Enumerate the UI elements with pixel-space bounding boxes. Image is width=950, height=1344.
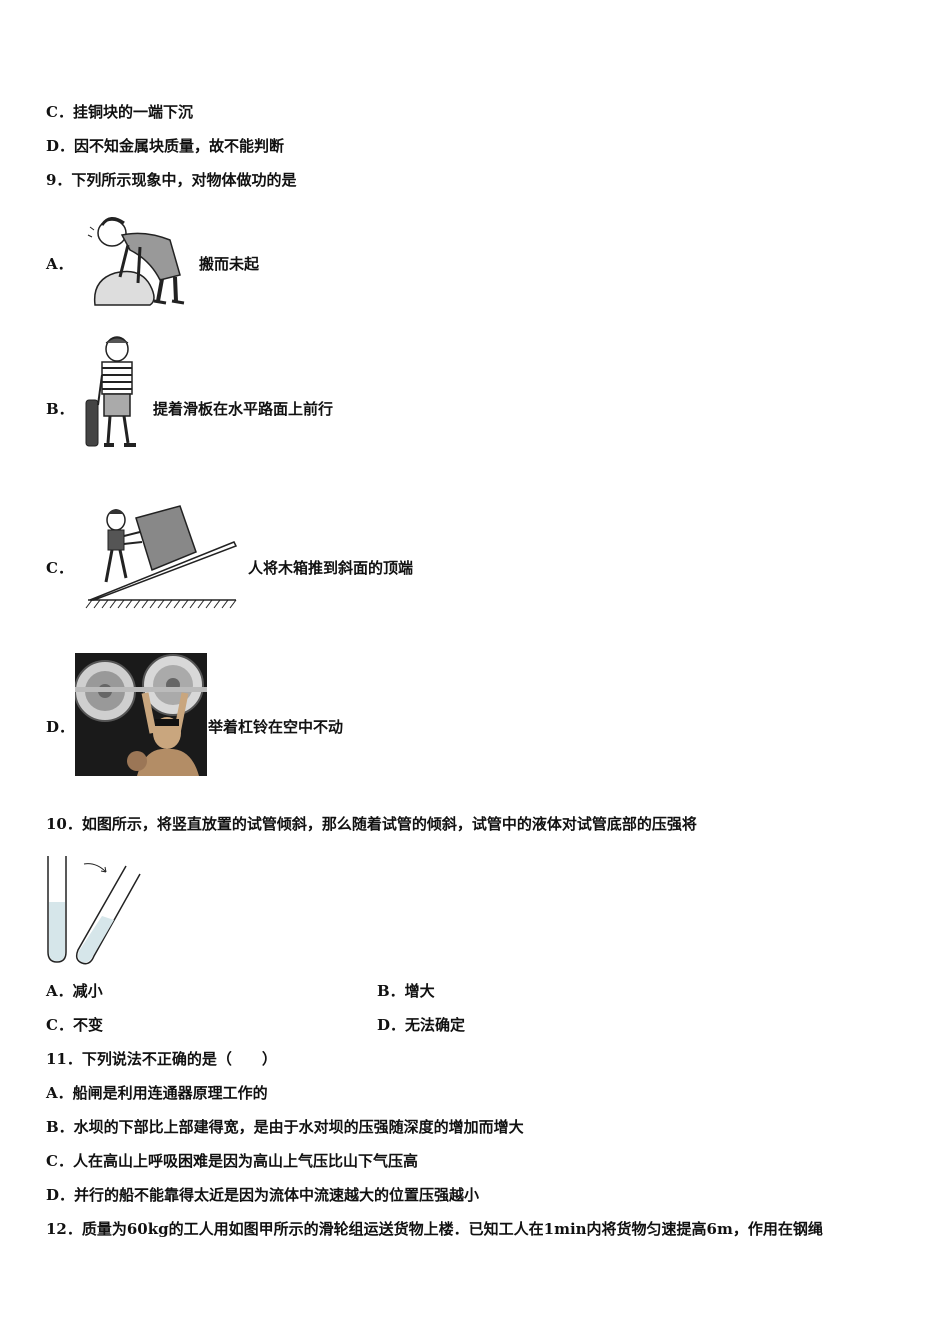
q9-stem: 9．下列所示现象中，对物体做功的是 <box>46 171 297 189</box>
q9-option-c-letter: C． <box>46 559 73 577</box>
q11-option-a: A．船闸是利用连通器原理工作的 <box>46 1084 268 1102</box>
q11-option-b: B．水坝的下部比上部建得宽，是由于水对坝的压强随深度的增加而增大 <box>46 1118 524 1136</box>
q9-option-b-caption: 提着滑板在水平路面上前行 <box>153 400 334 418</box>
q11-stem: 11．下列说法不正确的是（ ） <box>46 1050 277 1068</box>
q9-figure-d-weightlifter <box>75 653 207 776</box>
q8-option-d: D．因不知金属块质量，故不能判断 <box>46 137 285 155</box>
q9-option-d-letter: D． <box>46 718 75 736</box>
q8-option-c: C．挂铜块的一端下沉 <box>46 103 193 121</box>
q9-option-a-letter: A． <box>46 255 73 273</box>
q9-option-c-caption: 人将木箱推到斜面的顶端 <box>248 559 414 577</box>
q10-option-b: B．增大 <box>377 982 435 1000</box>
q10-option-d: D．无法确定 <box>377 1016 466 1034</box>
q12-stem: 12．质量为60kg的工人用如图甲所示的滑轮组运送货物上楼．已知工人在1min内… <box>46 1220 823 1238</box>
q9-figure-a-lifting-rock <box>80 205 195 310</box>
q10-option-c: C．不变 <box>46 1016 103 1034</box>
q11-option-d: D．并行的船不能靠得太近是因为流体中流速越大的位置压强越小 <box>46 1186 480 1204</box>
q10-figure-test-tubes <box>44 852 144 967</box>
q10-stem: 10．如图所示，将竖直放置的试管倾斜，那么随着试管的倾斜，试管中的液体对试管底部… <box>46 815 697 833</box>
q9-option-b-letter: B． <box>46 400 74 418</box>
q10-option-a: A．减小 <box>46 982 103 1000</box>
q9-option-a-caption: 搬而未起 <box>199 255 260 273</box>
q11-option-c: C．人在高山上呼吸困难是因为高山上气压比山下气压高 <box>46 1152 418 1170</box>
q9-figure-c-pushing-box-on-slope <box>84 500 239 615</box>
q9-figure-b-carrying-skateboard <box>82 335 152 455</box>
q9-option-d-caption: 举着杠铃在空中不动 <box>208 718 344 736</box>
